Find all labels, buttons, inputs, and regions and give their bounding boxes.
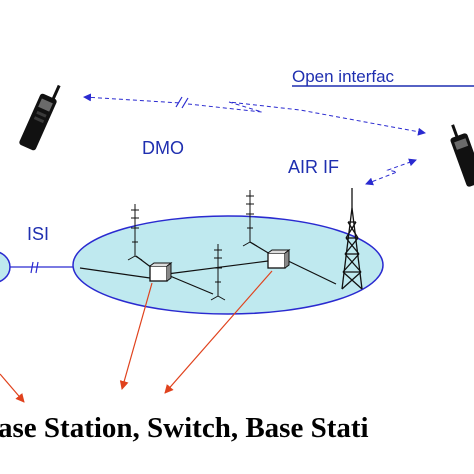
air-if-label: AIR IF (288, 157, 339, 177)
callout-arrows (0, 270, 273, 403)
caption-text: ase Station, Switch, Base Stati (0, 412, 369, 444)
tower-small-bottom-icon (210, 244, 226, 301)
switch-box-right-icon (267, 249, 291, 269)
dmo-link (83, 93, 426, 136)
isi-link (4, 261, 80, 274)
handset-right-icon (450, 124, 474, 187)
isi-label: ISI (27, 224, 49, 244)
neighbour-network-cloud (0, 251, 11, 283)
handset-left-icon (19, 84, 61, 151)
tower-large-icon (341, 188, 363, 290)
dmo-label: DMO (142, 138, 184, 158)
network-cloud (72, 215, 384, 315)
air-if-link (365, 158, 417, 186)
open-interface-label: Open interfac (292, 67, 395, 86)
switch-box-left-icon (149, 262, 173, 282)
tower-small-left-icon (127, 204, 143, 261)
tower-small-center-icon (242, 190, 258, 247)
